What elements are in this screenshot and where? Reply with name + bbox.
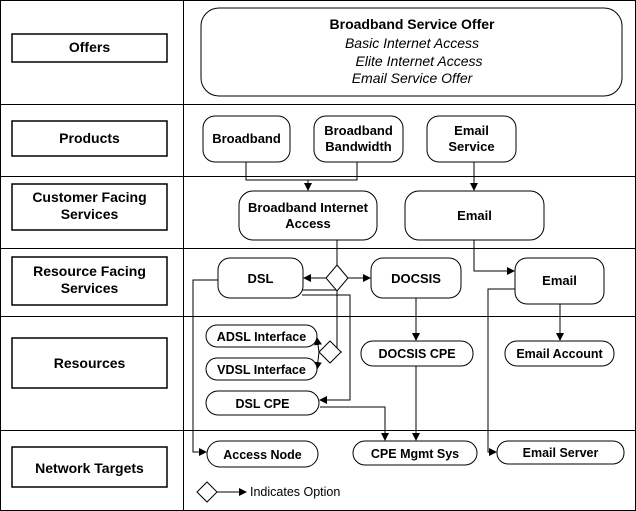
layer-products: Products (11, 120, 168, 157)
node-email-server: Email Server (496, 440, 625, 465)
offer-title: Broadband Service Offer (330, 16, 495, 32)
layer-label-box (11, 337, 168, 389)
node-access-node: Access Node (206, 440, 319, 468)
layer-label-box (11, 120, 168, 157)
layer-resources: Resources (11, 337, 168, 389)
layer-label-box (11, 256, 168, 306)
layer-products-label: Products (59, 130, 120, 146)
svg-text:Email Server: Email Server (523, 446, 599, 460)
node-email-rfs: Email (514, 257, 605, 305)
layer-offers-label: Offers (69, 39, 110, 55)
node-vdsl-interface: VDSL Interface (205, 357, 318, 381)
offer-item: Elite Internet Access (355, 53, 482, 69)
offer-box: Broadband Service Offer Basic Internet A… (200, 7, 623, 97)
svg-text:DOCSIS: DOCSIS (391, 271, 441, 286)
node-broadband: Broadband (202, 115, 291, 163)
layer-network-targets-label: Network Targets (35, 460, 144, 476)
svg-text:Email: Email (457, 208, 492, 223)
option-diamond-icon (325, 264, 349, 292)
node-cpe-mgmt-sys: CPE Mgmt Sys (352, 440, 478, 466)
svg-text:Email: Email (542, 273, 577, 288)
node-docsis: DOCSIS (370, 257, 462, 299)
svg-text:Email Account: Email Account (516, 347, 603, 361)
svg-text:VDSL Interface: VDSL Interface (217, 363, 306, 377)
legend: Indicates Option (196, 481, 340, 503)
svg-text:Broadband: Broadband (212, 131, 281, 146)
svg-text:DSL CPE: DSL CPE (236, 397, 290, 411)
node-email-account: Email Account (504, 340, 615, 367)
svg-text:Access Node: Access Node (223, 448, 302, 462)
layer-offers: Offers (11, 33, 168, 63)
node-dsl: DSL (217, 257, 304, 299)
layer-label-box (11, 183, 168, 231)
connectors (192, 162, 564, 456)
layer-network-targets: Network Targets (11, 446, 168, 488)
layer-label-box (11, 33, 168, 63)
offer-item: Basic Internet Access (345, 35, 479, 51)
svg-text:DSL: DSL (248, 271, 274, 286)
layer-label-box (11, 446, 168, 488)
node-email-cfs: Email (404, 190, 545, 241)
option-diamond-icon (318, 340, 342, 364)
layer-resources-label: Resources (54, 355, 126, 371)
option-diamond-icon (196, 481, 218, 503)
svg-text:DOCSIS CPE: DOCSIS CPE (378, 347, 455, 361)
legend-text: Indicates Option (250, 485, 340, 499)
offer-item: Email Service Offer (352, 70, 474, 86)
node-dsl-cpe: DSL CPE (205, 390, 320, 416)
svg-text:ADSL Interface: ADSL Interface (217, 330, 306, 344)
option-diamonds (318, 264, 349, 364)
node-adsl-interface: ADSL Interface (205, 324, 318, 348)
svg-text:CPE Mgmt Sys: CPE Mgmt Sys (371, 447, 459, 461)
node-docsis-cpe: DOCSIS CPE (360, 340, 474, 367)
